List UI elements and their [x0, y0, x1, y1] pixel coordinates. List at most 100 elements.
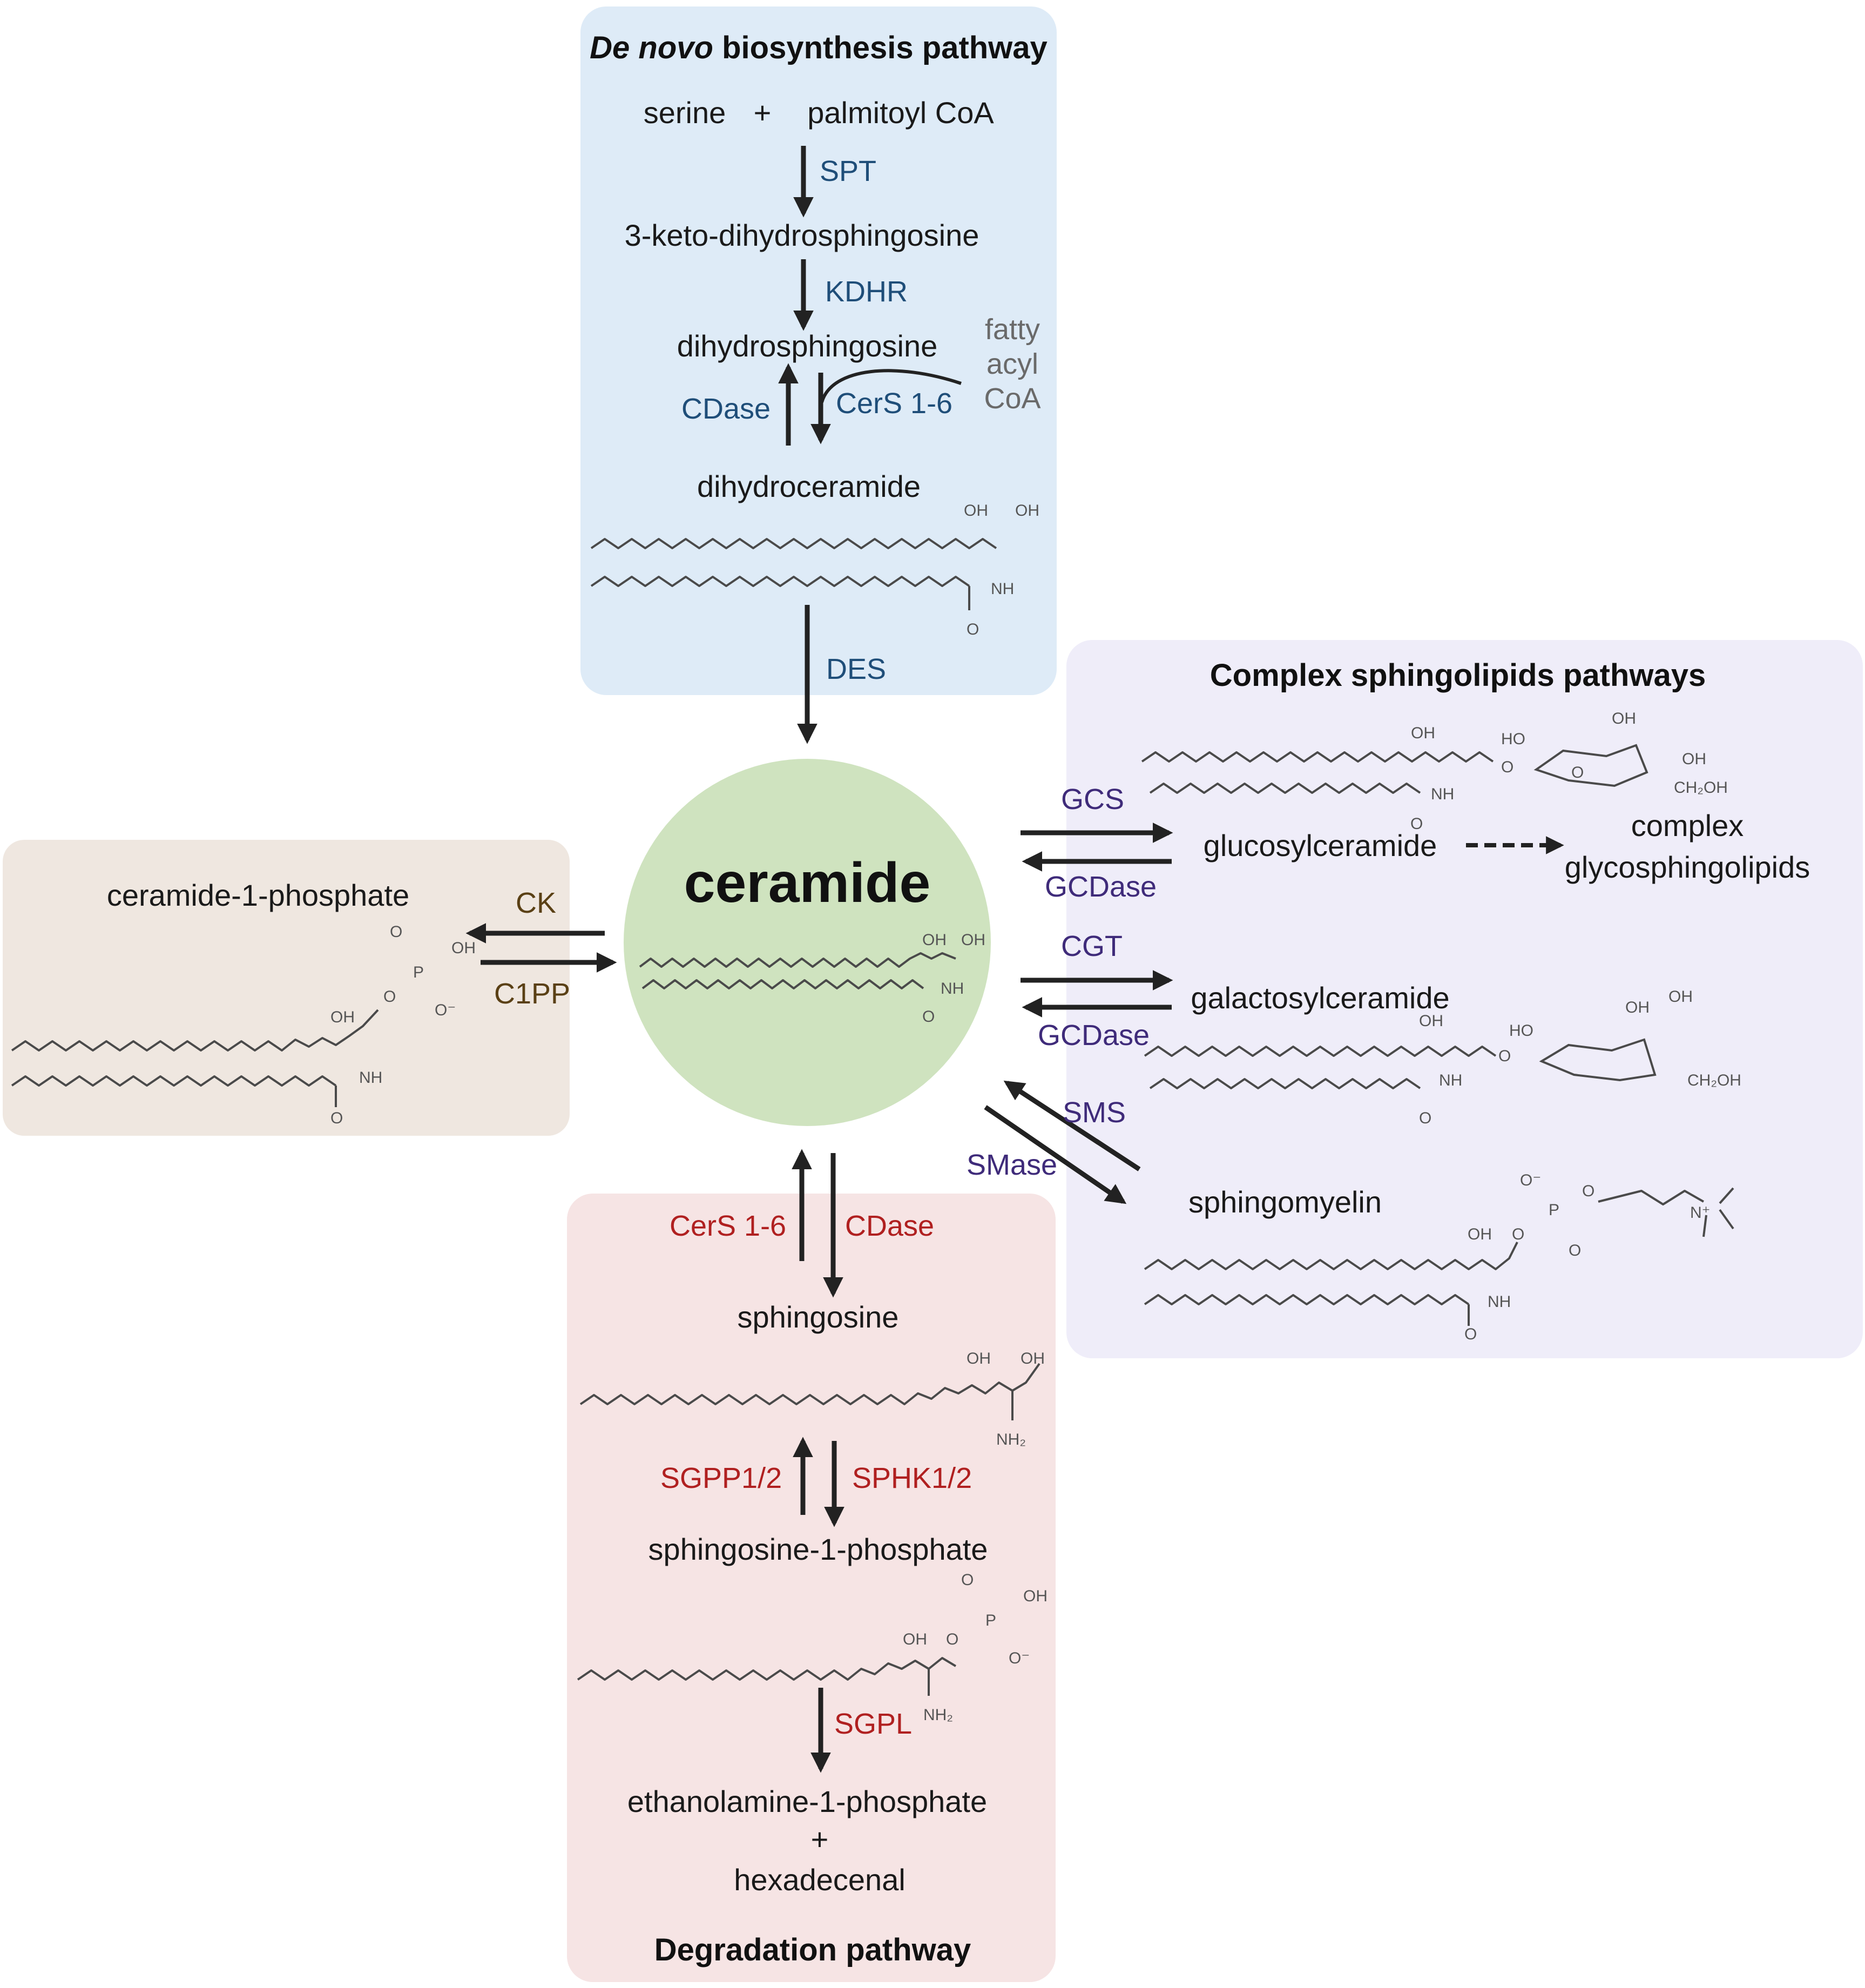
spt-enzyme: SPT [820, 155, 876, 187]
c1p-structure: OH NH O O P O OH O⁻ [11, 923, 476, 1127]
svg-text:O: O [946, 1630, 958, 1648]
svg-text:O⁻: O⁻ [1009, 1649, 1030, 1667]
svg-text:O: O [922, 1008, 935, 1026]
svg-text:O: O [330, 1109, 343, 1127]
gcs-enzyme: GCS [1061, 783, 1124, 816]
svg-text:O: O [1571, 764, 1584, 781]
kdhr-enzyme: KDHR [825, 275, 908, 308]
svg-text:O: O [1582, 1182, 1594, 1200]
svg-text:OH: OH [1419, 1012, 1443, 1030]
svg-text:O⁻: O⁻ [1520, 1171, 1541, 1189]
svg-text:O: O [1410, 815, 1423, 833]
s1p-label: sphingosine-1-phosphate [648, 1532, 988, 1566]
sphingosine-label: sphingosine [738, 1300, 899, 1334]
svg-text:HO: HO [1509, 1022, 1533, 1040]
galactosylceramide-structure: OH NH O O HO OH OH CH₂OH [1144, 988, 1741, 1127]
fatty-acyl-coa-curve [820, 369, 962, 403]
svg-text:O: O [967, 621, 979, 638]
svg-text:NH: NH [1431, 785, 1454, 803]
svg-text:CH₂OH: CH₂OH [1687, 1072, 1741, 1089]
svg-text:NH: NH [941, 980, 964, 998]
s1p-structure: OH O P O OH O⁻ NH₂ [577, 1571, 1048, 1724]
svg-text:OH: OH [1411, 724, 1435, 742]
degradation-plus-sign: + [811, 1822, 829, 1856]
svg-text:OH: OH [961, 931, 985, 949]
svg-text:OH: OH [1015, 502, 1039, 520]
c1p-panel [3, 840, 570, 1136]
ck-enzyme: CK [516, 887, 556, 919]
svg-text:O⁻: O⁻ [435, 1001, 456, 1019]
palmitoyl-coa-label: palmitoyl CoA [807, 96, 994, 130]
svg-text:O: O [383, 988, 396, 1006]
svg-text:O: O [390, 923, 402, 941]
svg-text:OH: OH [330, 1008, 355, 1026]
cdase-enzyme-degradation: CDase [845, 1210, 934, 1242]
denovo-title: De novo biosynthesis pathway [590, 30, 1048, 65]
sphk-enzyme: SPHK1/2 [852, 1462, 972, 1494]
sms-arrow [1003, 1080, 1141, 1171]
degradation-panel [567, 1194, 1056, 1982]
svg-text:P: P [413, 963, 424, 981]
smase-arrow [984, 1105, 1127, 1204]
dihydrosphingosine-label: dihydrosphingosine [677, 329, 938, 363]
svg-text:O: O [1569, 1242, 1581, 1259]
svg-text:N⁺: N⁺ [1690, 1204, 1711, 1222]
keto-dihydrosphingosine-label: 3-keto-dihydrosphingosine [625, 218, 979, 252]
cgt-enzyme: CGT [1061, 930, 1123, 962]
svg-text:OH: OH [1682, 750, 1706, 768]
cers-enzyme-denovo: CerS 1-6 [836, 387, 952, 420]
sgpl-enzyme: SGPL [834, 1708, 912, 1740]
svg-text:OH: OH [1468, 1225, 1492, 1243]
svg-text:NH: NH [991, 580, 1014, 598]
cers-enzyme-degradation: CerS 1-6 [670, 1210, 786, 1242]
sms-enzyme: SMS [1063, 1096, 1126, 1129]
fatty-label: fatty [985, 313, 1040, 346]
svg-text:CH₂OH: CH₂OH [1674, 779, 1728, 797]
complex-panel [1066, 640, 1863, 1358]
svg-text:NH: NH [1439, 1072, 1462, 1089]
svg-text:OH: OH [922, 931, 947, 949]
gcdase-enzyme-2: GCDase [1038, 1019, 1150, 1052]
hexadecenal-label: hexadecenal [734, 1863, 906, 1897]
galactosylceramide-label: galactosylceramide [1191, 981, 1449, 1015]
svg-text:O: O [1419, 1109, 1431, 1127]
svg-text:O: O [1464, 1325, 1477, 1343]
des-enzyme: DES [826, 653, 886, 685]
svg-text:OH: OH [1023, 1587, 1048, 1605]
denovo-panel [580, 6, 1057, 695]
svg-text:OH: OH [903, 1630, 927, 1648]
svg-text:NH₂: NH₂ [923, 1706, 953, 1724]
sphingomyelin-label: sphingomyelin [1188, 1185, 1382, 1219]
svg-text:OH: OH [451, 939, 476, 957]
ethanolamine-1-phosphate-label: ethanolamine-1-phosphate [627, 1784, 987, 1818]
ceramide-circle [624, 759, 991, 1126]
sgpp-enzyme: SGPP1/2 [660, 1462, 782, 1494]
svg-text:O: O [1512, 1225, 1524, 1243]
sphingosine-structure: OH OH NH₂ [579, 1350, 1045, 1448]
svg-text:NH: NH [359, 1069, 382, 1087]
svg-text:HO: HO [1501, 730, 1525, 748]
dihydroceramide-structure: OH OH NH O [590, 502, 1039, 638]
svg-text:OH: OH [967, 1350, 991, 1367]
smase-enzyme: SMase [967, 1149, 1057, 1181]
svg-text:OH: OH [1625, 999, 1650, 1016]
ceramide-label: ceramide [684, 852, 931, 914]
acyl-label: acyl [986, 348, 1038, 380]
svg-text:NH₂: NH₂ [996, 1431, 1026, 1448]
gcdase-enzyme-1: GCDase [1045, 871, 1157, 903]
serine-label: serine [644, 96, 726, 130]
glucosylceramide-label: glucosylceramide [1204, 828, 1437, 862]
svg-text:OH: OH [964, 502, 988, 520]
svg-text:O: O [1498, 1047, 1511, 1065]
complex-title: Complex sphingolipids pathways [1210, 658, 1706, 693]
svg-text:OH: OH [1021, 1350, 1045, 1367]
complex-label-line2: glycosphingolipids [1565, 850, 1810, 884]
c1pp-enzyme: C1PP [494, 978, 570, 1010]
cdase-enzyme-denovo: CDase [681, 393, 771, 425]
svg-text:P: P [985, 1612, 996, 1629]
glucosylceramide-structure: OH NH O O HO OH OH CH₂OH O [1141, 710, 1728, 833]
svg-text:O: O [1501, 758, 1513, 776]
complex-label-line1: complex [1631, 808, 1744, 843]
svg-text:NH: NH [1488, 1293, 1511, 1311]
